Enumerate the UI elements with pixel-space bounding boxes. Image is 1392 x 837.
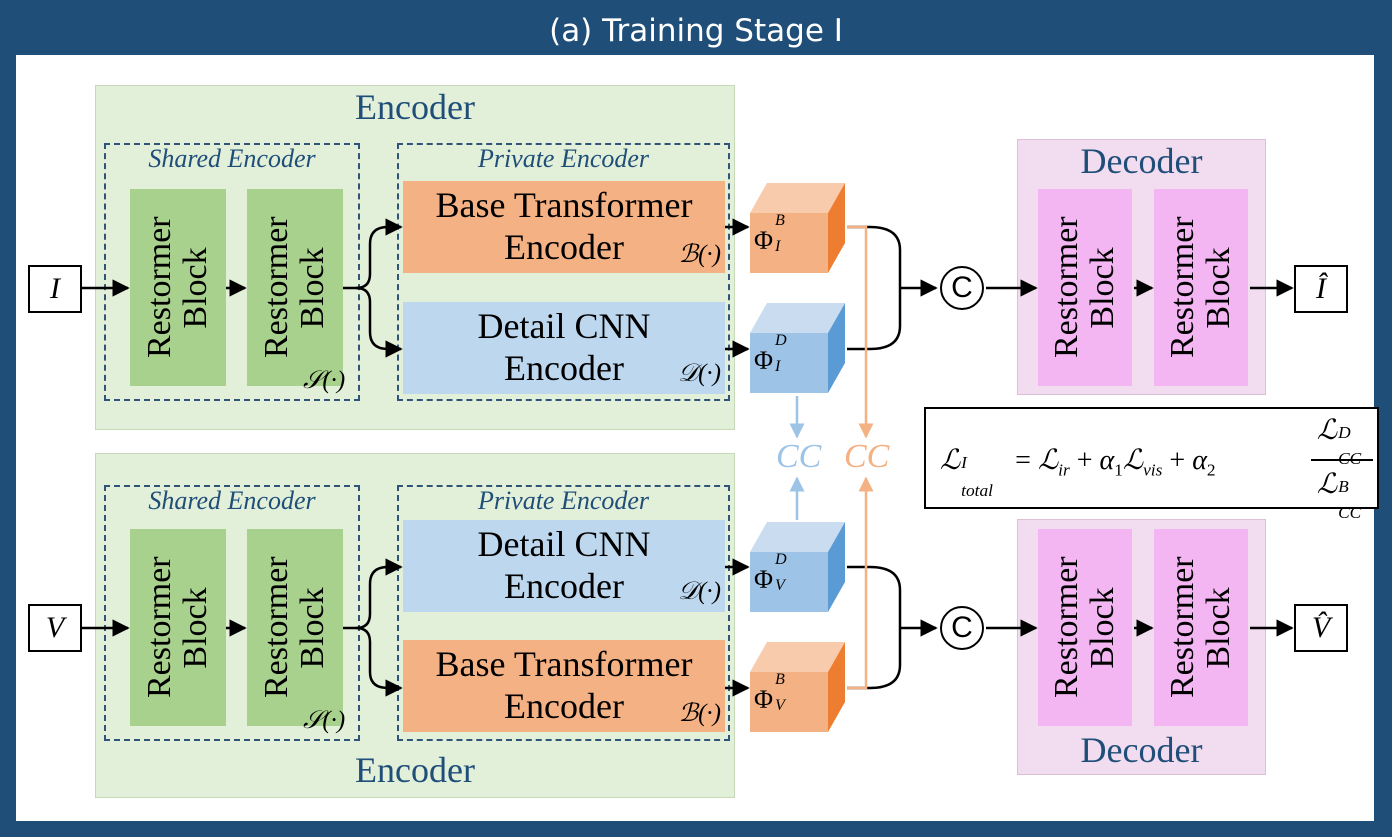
detail-fn: 𝒟(·) (678, 360, 721, 387)
base-encoder-line2: Encoder (504, 227, 624, 267)
decoder-top-block-2: Restormer Block (1154, 189, 1248, 386)
shared-fn-bottom: 𝒮(·) (303, 707, 346, 734)
cc-base-label: CC (844, 438, 890, 475)
shared-encoder-top-box (104, 143, 360, 401)
concat-top: C (940, 266, 984, 310)
fraction-bar (1311, 459, 1373, 461)
output-V-hat: V̂ (1294, 604, 1348, 652)
feature-cube-base-I (750, 183, 845, 273)
restormer-block-bottom-1: Restormer Block (130, 529, 226, 726)
decoder-bottom-block-2: Restormer Block (1154, 529, 1248, 726)
decoder-top-title: Decoder (1080, 141, 1203, 181)
arrow-split-top-lower (355, 286, 403, 358)
output-I-hat: Î (1294, 265, 1348, 313)
arrow-split-bottom-upper (343, 558, 403, 630)
detail-fn: 𝒟(·) (678, 578, 721, 605)
arrow-split-bottom-lower (355, 626, 403, 697)
shared-encoder-top-label: Shared Encoder (148, 144, 316, 173)
arrow-split-top-upper (343, 218, 403, 290)
detail-encoder-line2: Encoder (504, 348, 624, 388)
shared-encoder-bottom-box (104, 485, 360, 741)
shared-fn-top: 𝒮(·) (303, 367, 346, 394)
decoder-bottom-block-1: Restormer Block (1038, 529, 1132, 726)
private-encoder-top-label: Private Encoder (477, 144, 650, 173)
detail-encoder-line1: Detail CNN (477, 524, 651, 564)
detail-cnn-encoder-top: Detail CNN Encoder 𝒟(·) (403, 302, 725, 394)
feature-cube-base-V (750, 642, 845, 732)
base-transformer-encoder-top: Base Transformer Encoder ℬ(·) (403, 181, 725, 273)
restormer-block-top-1: Restormer Block (130, 189, 226, 386)
detail-encoder-line1: Detail CNN (477, 306, 651, 346)
cc-base-line-top (847, 225, 874, 439)
base-encoder-line1: Base Transformer (435, 185, 693, 225)
encoder-bottom-title: Encoder (355, 750, 475, 790)
cc-base-line-bottom (847, 476, 874, 690)
concat-bottom: C (940, 606, 984, 650)
feature-cube-detail-V (750, 522, 845, 612)
private-encoder-top-box (397, 143, 730, 401)
private-encoder-bottom-box (397, 485, 730, 741)
detail-encoder-line2: Encoder (504, 566, 624, 606)
decoder-bottom-title: Decoder (1080, 730, 1203, 770)
restormer-block-bottom-2: Restormer Block (247, 529, 343, 726)
base-fn: ℬ(·) (678, 700, 721, 727)
private-encoder-bottom-label: Private Encoder (477, 486, 650, 515)
base-encoder-line2: Encoder (504, 686, 624, 726)
stage-title: (a) Training Stage I (549, 13, 843, 49)
input-I: I (28, 265, 82, 313)
bracket-bottom (847, 565, 902, 690)
bracket-top (847, 225, 902, 351)
detail-cnn-encoder-bottom: Detail CNN Encoder 𝒟(·) (403, 520, 725, 612)
input-V: V (28, 604, 82, 652)
shared-encoder-bottom-label: Shared Encoder (148, 486, 316, 515)
decoder-top-block-1: Restormer Block (1038, 189, 1132, 386)
cc-detail-label: CC (776, 438, 822, 475)
restormer-block-top-2: Restormer Block (247, 189, 343, 386)
encoder-top-title: Encoder (355, 87, 475, 127)
feature-cube-detail-I (750, 303, 845, 393)
base-transformer-encoder-bottom: Base Transformer Encoder ℬ(·) (403, 640, 725, 732)
base-fn: ℬ(·) (678, 241, 721, 268)
base-encoder-line1: Base Transformer (435, 644, 693, 684)
